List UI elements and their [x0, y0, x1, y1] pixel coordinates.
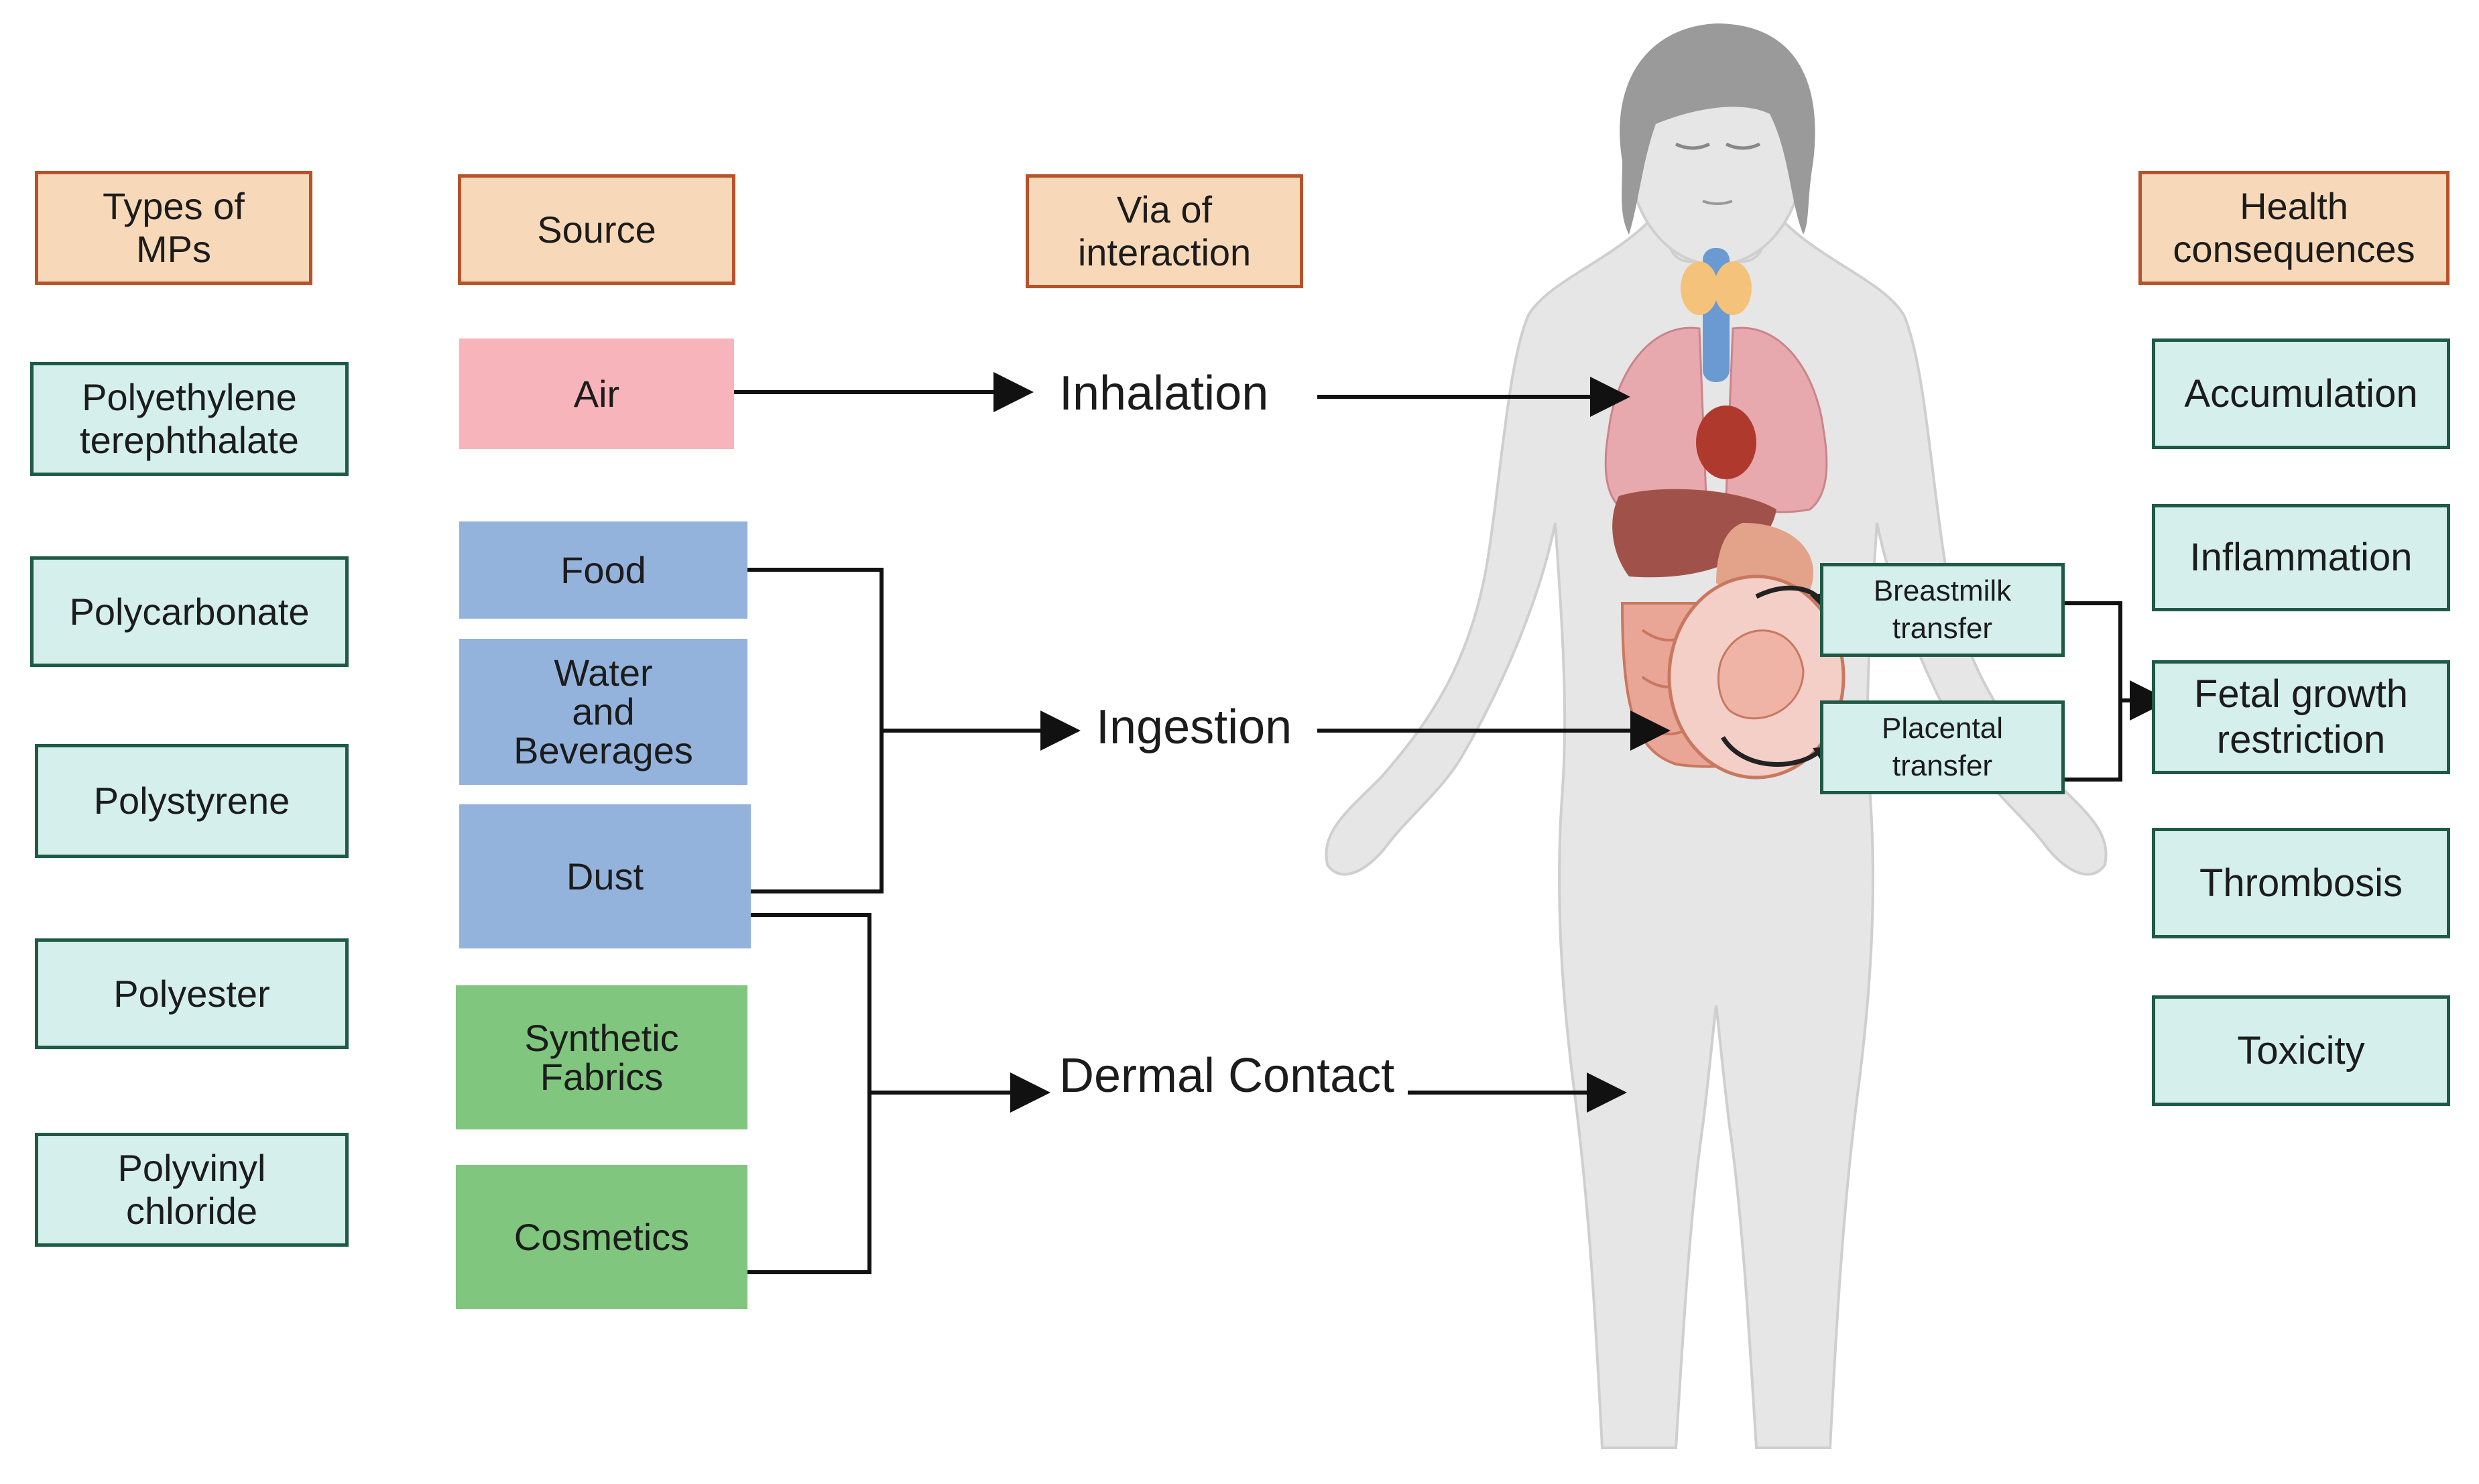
health-consequence-item: Fetal growth restriction [2152, 660, 2450, 774]
health-consequence-item: Accumulation [2152, 338, 2450, 449]
header-source: Source [458, 174, 735, 285]
route-ingestion: Ingestion [1096, 700, 1292, 754]
placental-transfer: Placental transfer [1820, 700, 2065, 794]
header-via-of-interaction: Via of interaction [1026, 174, 1303, 288]
route-inhalation: Inhalation [1059, 367, 1269, 420]
health-consequence-item: Inflammation [2152, 504, 2450, 611]
source-synthetic-fabrics: Synthetic Fabrics [456, 985, 747, 1129]
hair [1620, 23, 1815, 235]
header-types-of-mps: Types of MPs [35, 171, 312, 285]
health-consequence-item: Thrombosis [2152, 828, 2450, 938]
source-cosmetics: Cosmetics [456, 1165, 747, 1309]
bracket-transfer [2065, 601, 2122, 782]
source-air: Air [459, 338, 734, 449]
health-consequence-item: Toxicity [2152, 995, 2450, 1106]
breastmilk-transfer: Breastmilk transfer [1820, 563, 2065, 657]
mp-type-item: Polyvinyl chloride [35, 1133, 349, 1247]
mp-type-item: Polycarbonate [30, 556, 349, 667]
trachea [1681, 248, 1752, 382]
header-health-consequences: Health consequences [2138, 171, 2450, 285]
source-food: Food [459, 521, 747, 619]
mp-type-item: Polyester [35, 938, 349, 1049]
mp-type-item: Polystyrene [35, 744, 349, 858]
source-water-and-beverages: Water and Beverages [459, 639, 747, 785]
bracket-ingestion [747, 568, 884, 893]
route-dermal-contact: Dermal Contact [1059, 1049, 1395, 1103]
bracket-dermal [747, 913, 871, 1274]
heart [1696, 406, 1756, 479]
source-dust: Dust [459, 804, 751, 948]
mp-type-item: Polyethylene terephthalate [30, 362, 349, 476]
